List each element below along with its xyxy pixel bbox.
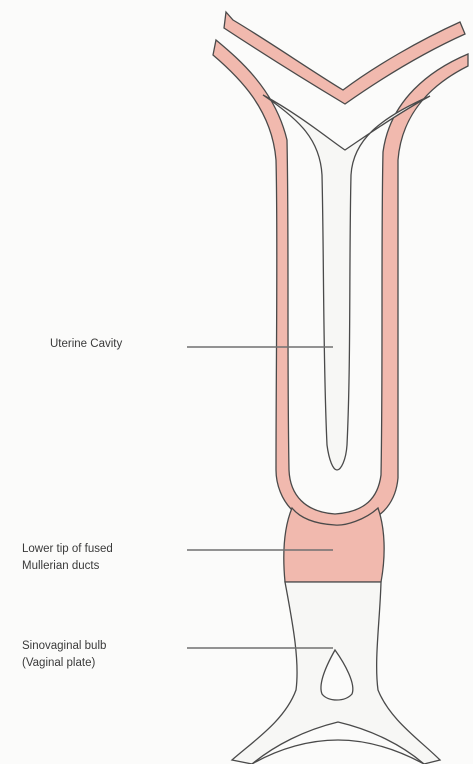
label-sinovaginal-bulb: Sinovaginal bulb (Vaginal plate) xyxy=(22,638,106,672)
label-sinovaginal-line2: (Vaginal plate) xyxy=(22,655,106,672)
label-sinovaginal-line1: Sinovaginal bulb xyxy=(22,638,106,655)
label-lower-tip: Lower tip of fused Mullerian ducts xyxy=(22,541,113,575)
label-lower-tip-line2: Mullerian ducts xyxy=(22,558,113,575)
label-lower-tip-line1: Lower tip of fused xyxy=(22,541,113,558)
label-uterine-cavity-text: Uterine Cavity xyxy=(50,336,122,353)
label-uterine-cavity: Uterine Cavity xyxy=(50,336,122,353)
